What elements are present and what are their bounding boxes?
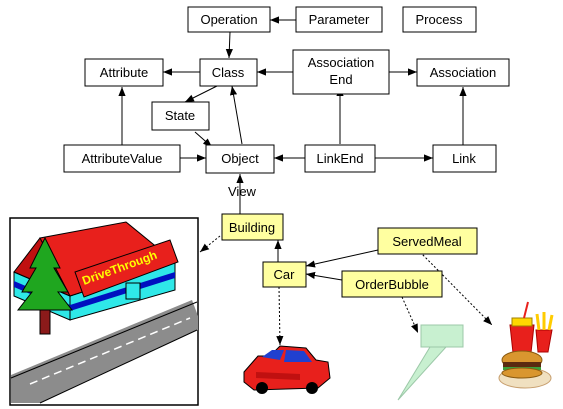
link-end-box[interactable] bbox=[304, 144, 376, 173]
operation-box[interactable] bbox=[187, 6, 271, 33]
link-box[interactable] bbox=[432, 144, 497, 173]
building-box[interactable] bbox=[221, 213, 284, 241]
edge-operation-class bbox=[225, 31, 233, 59]
link-label: Link bbox=[452, 151, 476, 166]
view-label: View bbox=[228, 184, 257, 199]
order-bubble-label: OrderBubble bbox=[355, 277, 429, 292]
attribute-value-box[interactable] bbox=[63, 144, 181, 173]
served-meal-picture bbox=[498, 301, 554, 389]
attribute-box[interactable] bbox=[84, 58, 164, 87]
car-label: Car bbox=[274, 267, 296, 282]
picture-connectors bbox=[199, 235, 493, 346]
house-front-stripe bbox=[70, 272, 175, 311]
served-meal-label: ServedMeal bbox=[392, 234, 461, 249]
car-picture bbox=[243, 345, 331, 394]
link-end-label: LinkEnd bbox=[317, 151, 364, 166]
sign-panel bbox=[74, 239, 179, 298]
drivethrough-scene: DriveThrough bbox=[9, 217, 199, 406]
served-meal-box[interactable] bbox=[377, 227, 478, 255]
object-label: Object bbox=[221, 151, 259, 166]
attribute-label: Attribute bbox=[100, 65, 148, 80]
order-bubble-picture bbox=[397, 324, 464, 401]
meta-connectors bbox=[118, 16, 467, 281]
association-end-label-line1: Association bbox=[308, 55, 374, 70]
association-end-label-line2: End bbox=[329, 72, 352, 87]
state-box[interactable] bbox=[151, 101, 210, 131]
edge-object-class bbox=[229, 85, 243, 145]
building-label: Building bbox=[229, 220, 275, 235]
edge-car-picture bbox=[276, 286, 284, 346]
edge-orderbubble-picture bbox=[401, 296, 419, 334]
process-box[interactable] bbox=[402, 6, 477, 33]
state-label: State bbox=[165, 108, 195, 123]
process-label: Process bbox=[416, 12, 463, 27]
edge-building-picture bbox=[199, 235, 221, 253]
association-box[interactable] bbox=[416, 58, 510, 87]
road bbox=[11, 300, 198, 403]
association-label: Association bbox=[430, 65, 496, 80]
operation-label: Operation bbox=[200, 12, 257, 27]
class-label: Class bbox=[212, 65, 245, 80]
class-box[interactable] bbox=[199, 58, 258, 87]
parameter-label: Parameter bbox=[309, 12, 370, 27]
tree-canopy bbox=[16, 236, 74, 311]
edge-class-state bbox=[184, 85, 218, 103]
association-end-box[interactable] bbox=[292, 49, 390, 95]
order-bubble-box[interactable] bbox=[341, 270, 443, 298]
car-box[interactable] bbox=[262, 261, 307, 288]
attribute-value-label: AttributeValue bbox=[82, 151, 163, 166]
object-box[interactable] bbox=[205, 144, 275, 174]
edge-orderbubble-car bbox=[305, 271, 343, 281]
house-window bbox=[125, 282, 141, 300]
edge-servedmeal-picture bbox=[419, 251, 493, 326]
edge-servedmeal-car bbox=[305, 249, 379, 268]
parameter-box[interactable] bbox=[295, 6, 383, 33]
